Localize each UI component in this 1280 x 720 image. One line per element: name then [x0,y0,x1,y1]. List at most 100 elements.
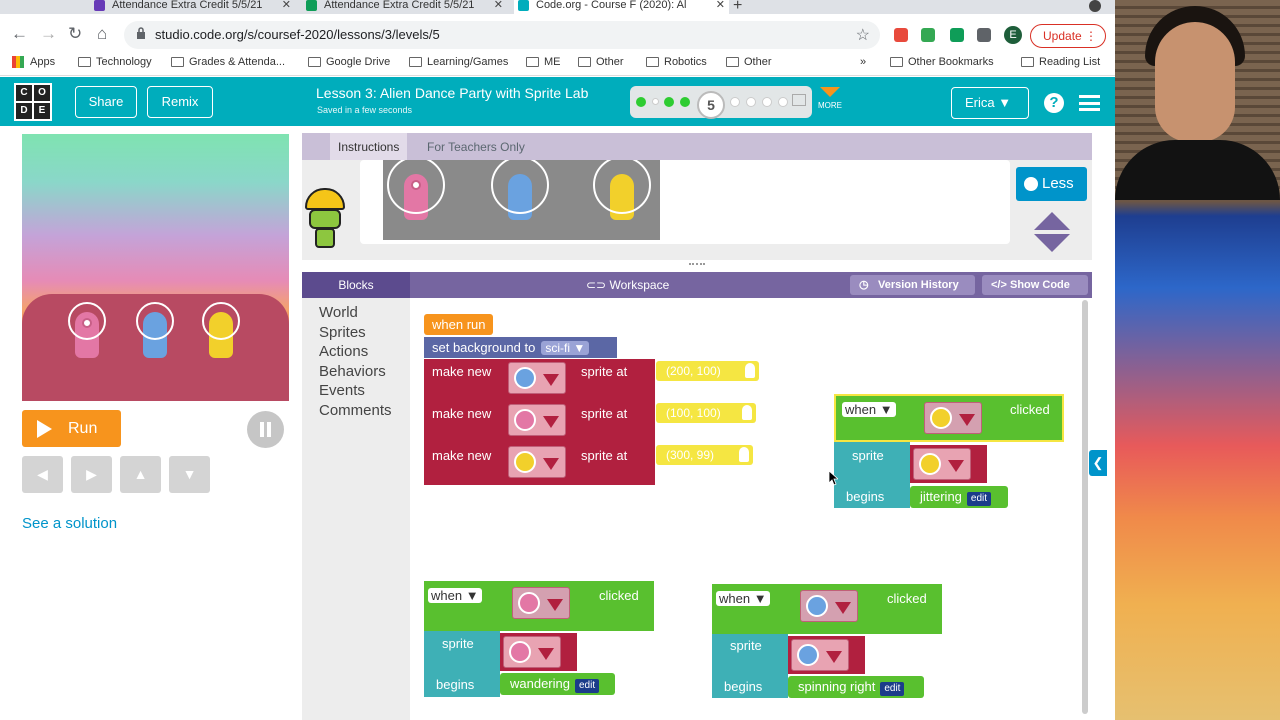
sprite-selector-block[interactable] [910,445,987,483]
sprite-dropdown[interactable] [791,639,849,671]
bookmark-other-2[interactable]: Other [726,56,772,68]
browser-tab-attendance-1[interactable]: Attendance Extra Credit 5/5/21 ✕ [90,0,295,14]
sprite-selector-block[interactable] [788,636,865,674]
level-dot[interactable] [730,97,740,107]
sprite-dropdown[interactable] [800,590,858,622]
resize-arrows-icon[interactable] [1034,212,1070,252]
category-sprites[interactable]: Sprites [319,324,366,341]
sprite-costume-dropdown[interactable] [508,362,566,394]
browser-tab-attendance-2[interactable]: Attendance Extra Credit 5/5/21 ✕ [302,0,507,14]
category-world[interactable]: World [319,304,358,321]
remix-button[interactable]: Remix [147,86,213,118]
sheets-extension-icon[interactable] [921,28,935,42]
bookmarks-overflow[interactable]: » [860,56,867,68]
edit-button[interactable]: edit [880,682,905,696]
level-dot[interactable] [762,97,772,107]
when-clicked-block-pink[interactable]: when ▼ clicked [424,581,654,631]
level-dot[interactable] [652,98,659,105]
level-dot[interactable] [746,97,756,107]
flag-icon[interactable] [792,94,806,106]
classroom-extension-icon[interactable] [950,28,964,42]
less-button[interactable]: Less [1016,167,1087,201]
bookmark-me[interactable]: ME [526,56,561,68]
resize-grip[interactable] [689,263,705,267]
sprite-dropdown[interactable] [913,448,971,480]
lesson-title[interactable]: Lesson 3: Alien Dance Party with Sprite … [316,85,589,101]
when-dropdown[interactable]: when ▼ [716,591,770,606]
version-history-button[interactable]: ◷ Version History [850,275,975,295]
reload-icon[interactable]: ↻ [68,24,83,43]
current-level-bubble[interactable]: 5 [697,91,725,119]
pause-icon[interactable] [247,411,284,448]
sprite-begins-block-yellow[interactable]: sprite begins [834,442,910,508]
browser-tab-codeorg[interactable]: Code.org - Course F (2020): Al ✕ [514,0,729,14]
tab-instructions[interactable]: Instructions [330,133,408,160]
make-sprite-block-1[interactable]: make new sprite at [424,359,655,401]
category-behaviors[interactable]: Behaviors [319,363,386,380]
category-comments[interactable]: Comments [319,402,392,419]
puzzle-icon[interactable] [977,28,991,42]
when-clicked-block-blue[interactable]: when ▼ clicked [712,584,942,634]
make-sprite-block-3[interactable]: make new sprite at [424,443,655,485]
new-tab-icon[interactable]: + [733,0,743,14]
sprite-begins-block-blue[interactable]: sprite begins [712,634,788,698]
more-button[interactable]: MORE [815,87,845,110]
sprite-dropdown[interactable] [512,587,570,619]
bookmark-google-drive[interactable]: Google Drive [308,56,390,68]
help-icon[interactable]: ? [1044,93,1064,113]
when-dropdown[interactable]: when ▼ [428,588,482,603]
edit-button[interactable]: edit [966,492,992,506]
sprite-begins-block-pink[interactable]: sprite begins [424,631,500,697]
make-sprite-block-2[interactable]: make new sprite at [424,401,655,443]
sprite-costume-dropdown[interactable] [508,446,566,478]
profile-avatar[interactable]: E [1004,26,1022,44]
show-code-button[interactable]: </> Show Code [982,275,1088,295]
tab-search-icon[interactable] [1089,0,1101,12]
level-dot[interactable] [680,97,690,107]
back-icon[interactable]: ← [11,24,28,43]
category-events[interactable]: Events [319,382,365,399]
background-dropdown[interactable]: sci-fi ▼ [541,341,590,355]
sprite-dropdown[interactable] [503,636,561,668]
reading-list[interactable]: Reading List [1021,56,1100,68]
sprite-selector-block[interactable] [500,633,577,671]
address-bar[interactable]: studio.code.org/s/coursef-2020/lessons/3… [124,21,880,49]
forward-icon[interactable]: → [40,24,57,43]
when-run-block[interactable]: when run [424,314,494,335]
close-icon[interactable]: ✕ [281,0,291,11]
bookmark-technology[interactable]: Technology [78,56,152,68]
right-arrow-button[interactable]: ▶ [71,456,112,493]
when-clicked-block-yellow[interactable]: when ▼ clicked [834,394,1064,442]
close-icon[interactable]: ✕ [493,0,503,11]
update-button[interactable]: Update ⋮ [1030,24,1106,48]
user-menu-button[interactable]: Erica ▼ [951,87,1029,119]
location-input-3[interactable]: (300, 99) [656,445,753,465]
category-actions[interactable]: Actions [319,343,369,360]
home-icon[interactable]: ⌂ [97,24,108,43]
bookmark-other-1[interactable]: Other [578,56,624,68]
hamburger-icon[interactable] [1079,95,1100,111]
codeorg-logo[interactable]: C O D E [14,83,52,121]
left-arrow-button[interactable]: ◀ [22,456,63,493]
location-input-2[interactable]: (100, 100) [656,403,756,423]
level-dot[interactable] [636,97,646,107]
when-dropdown[interactable]: when ▼ [842,402,896,417]
up-arrow-button[interactable]: ▲ [120,456,161,493]
extension-icon[interactable] [894,28,908,42]
edit-button[interactable]: edit [575,679,600,693]
bookmark-learning-games[interactable]: Learning/Games [409,56,508,68]
bookmark-apps[interactable]: Apps [12,56,55,68]
chevron-left-icon[interactable]: ❮ [1089,450,1107,476]
run-button[interactable]: Run [22,410,121,447]
down-arrow-button[interactable]: ▼ [169,456,210,493]
star-icon[interactable]: ☆ [855,27,870,44]
tab-teachers-only[interactable]: For Teachers Only [427,140,525,154]
vertical-scrollbar[interactable] [1082,300,1088,714]
bookmark-other-bookmarks[interactable]: Other Bookmarks [890,56,994,68]
share-button[interactable]: Share [75,86,137,118]
level-dot[interactable] [664,97,674,107]
sprite-dropdown[interactable] [924,402,982,434]
